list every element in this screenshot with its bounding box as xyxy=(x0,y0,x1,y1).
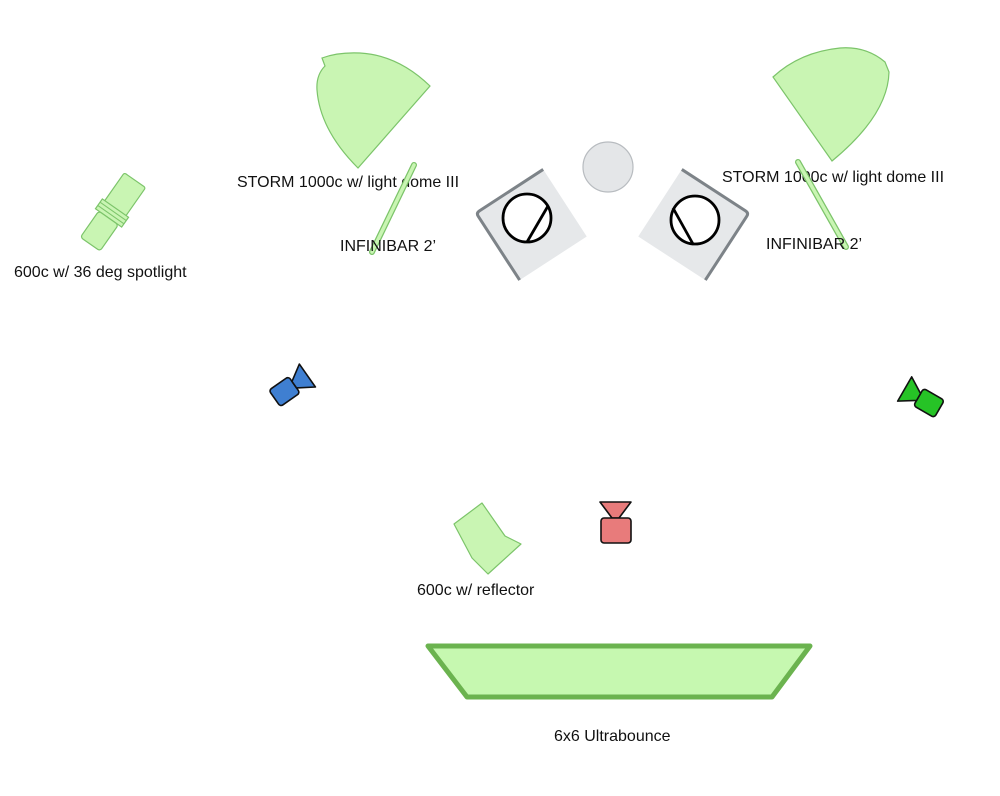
storm-left-light[interactable] xyxy=(316,52,431,169)
ultrabounce-label: 6x6 Ultrabounce xyxy=(554,728,671,745)
storm-right-label: STORM 1000c w/ light dome III xyxy=(722,169,944,186)
reflector-label: 600c w/ reflector xyxy=(417,582,535,599)
infinibar-left-light[interactable] xyxy=(369,162,417,255)
reflector-light[interactable] xyxy=(453,502,522,575)
infinibar-left-label: INFINIBAR 2’ xyxy=(340,238,436,255)
infinibar-right-label: INFINIBAR 2’ xyxy=(766,236,862,253)
ultrabounce-panel[interactable] xyxy=(425,643,813,700)
chair-icon xyxy=(475,168,587,281)
spotlight-light[interactable] xyxy=(77,171,148,253)
spotlight-label: 600c w/ 36 deg spotlight xyxy=(14,264,187,281)
infinibar-right-light[interactable] xyxy=(795,159,849,250)
storm-left-label: STORM 1000c w/ light dome III xyxy=(237,174,459,191)
table-icon xyxy=(582,141,634,193)
storm-right-light[interactable] xyxy=(772,47,890,162)
video-camera-icon[interactable] xyxy=(267,363,317,410)
video-camera-icon[interactable] xyxy=(896,376,947,421)
chair-icon xyxy=(638,168,750,281)
video-camera-icon[interactable] xyxy=(599,501,632,544)
